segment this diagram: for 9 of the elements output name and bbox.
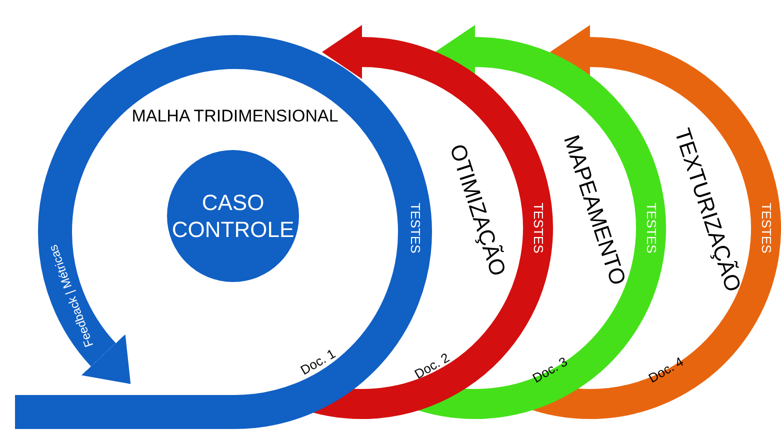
arrow-label: TESTES [530, 202, 547, 254]
arrow-label: TESTES [642, 202, 660, 254]
doc-label: Doc. 2 [410, 348, 453, 384]
arrow-label: TESTES [758, 202, 775, 254]
doc-label: Doc. 3 [528, 352, 571, 388]
arrow-label: TESTES [406, 202, 424, 254]
doc-label: Doc. 4 [644, 352, 687, 388]
doc-label: Doc. 1 [296, 344, 339, 380]
phase-label: MALHA TRIDIMENSIONAL [132, 105, 338, 128]
